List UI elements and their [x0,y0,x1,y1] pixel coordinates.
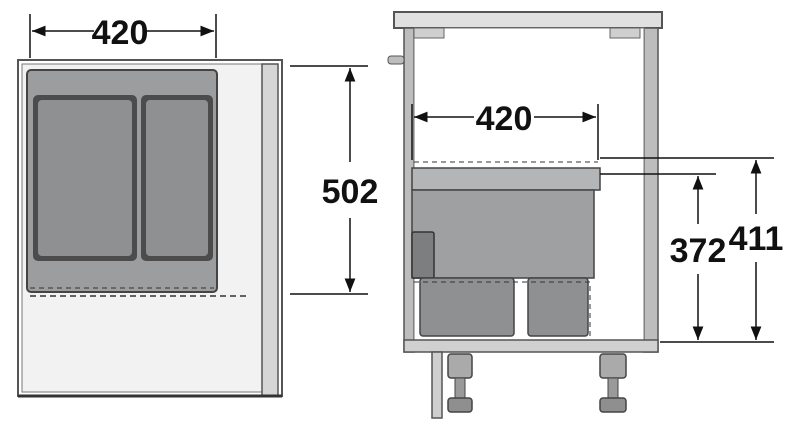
bin-frame-top [26,69,250,297]
bin-unit [411,161,601,338]
top-view: 420 502 [17,14,379,398]
top-depth-dimension: 502 [290,65,379,295]
front-height-total-dimension: 411 [600,157,784,343]
front-height-inner-label: 372 [670,232,727,270]
top-width-label: 420 [92,14,149,52]
front-width-dimension: 420 [411,100,599,160]
front-view: 420 372 411 [387,11,784,419]
top-width-dimension: 420 [29,14,217,58]
front-width-label: 420 [476,100,533,138]
top-depth-label: 502 [322,173,379,211]
front-height-inner-dimension: 372 [600,173,727,343]
cabinet-legs [431,351,627,419]
front-height-total-label: 411 [729,220,784,258]
